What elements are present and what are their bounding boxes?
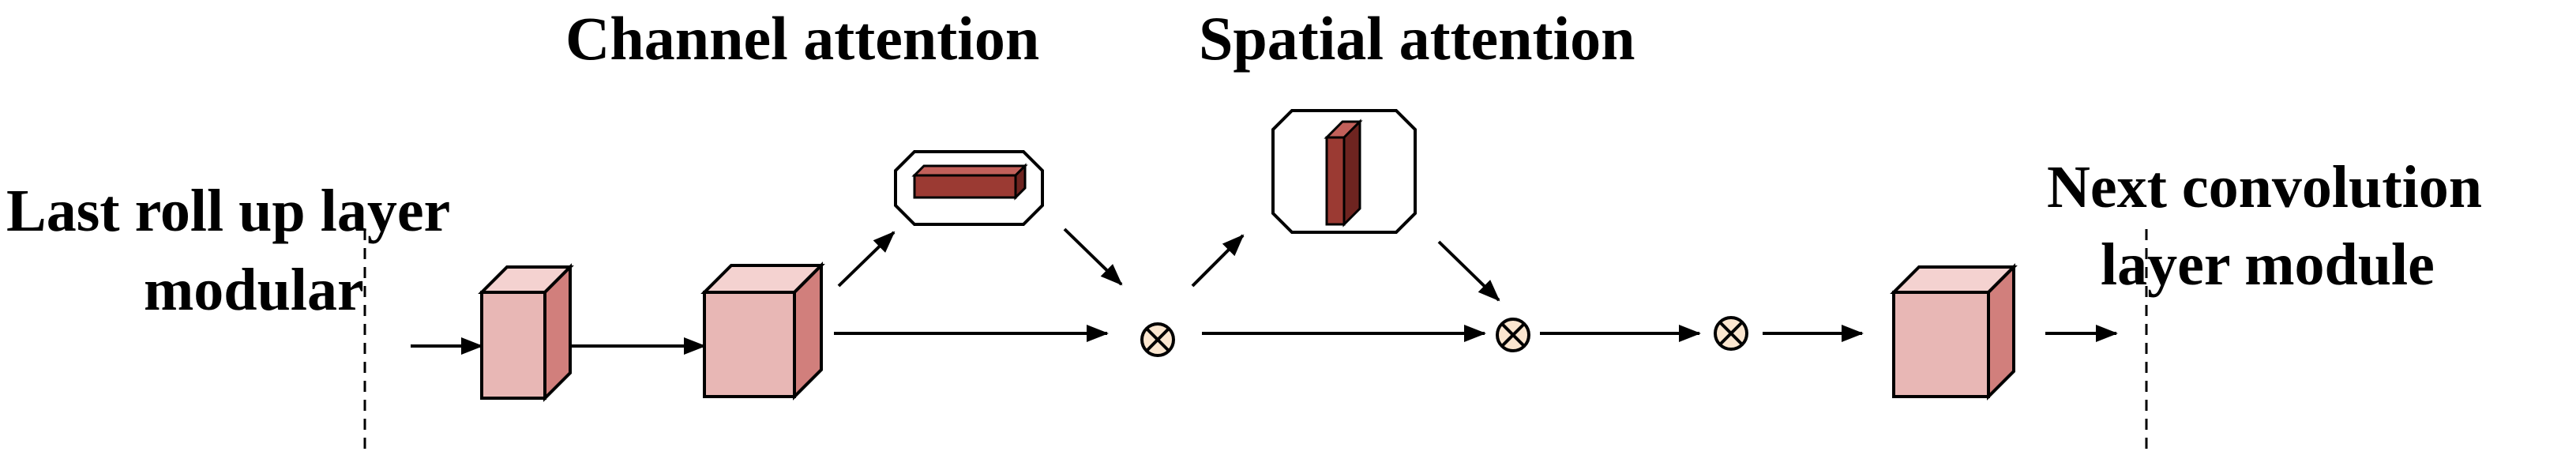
input-label-line2: modular <box>144 257 364 323</box>
multiply-operator-1 <box>1140 322 1175 357</box>
output-label-line2: layer module <box>2101 231 2435 298</box>
feature-cube-output <box>1890 263 2018 401</box>
feature-cube-2 <box>700 261 825 401</box>
arrow-to-spatial-attention <box>1191 234 1245 288</box>
channel-attention-map <box>894 150 1044 226</box>
channel-attention-title: Channel attention <box>565 4 1039 73</box>
arrow-channel-attention-to-mul1 <box>1063 228 1123 286</box>
diagonal-arrows <box>837 228 1500 302</box>
multiply-operator-2 <box>1496 318 1530 352</box>
flow-arrows <box>411 325 2118 355</box>
output-label-line1: Next convolution <box>2047 154 2482 220</box>
input-label-line1: Last roll up layer <box>6 178 450 244</box>
arrow-to-channel-attention <box>837 231 896 288</box>
feature-cube-1 <box>478 263 574 402</box>
arrow-spatial-attention-to-mul2 <box>1437 240 1500 302</box>
spatial-attention-map <box>1271 109 1417 234</box>
spatial-attention-title: Spatial attention <box>1199 4 1635 73</box>
multiply-operator-3 <box>1714 316 1748 351</box>
